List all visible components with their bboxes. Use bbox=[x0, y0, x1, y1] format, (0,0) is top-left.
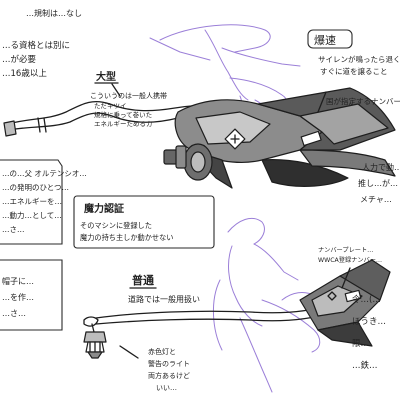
note-line: …さ… bbox=[2, 309, 26, 318]
note-futsuu: 普通 道路では一般用扱い bbox=[128, 273, 200, 304]
note-line: エネルギーためるカ bbox=[94, 120, 153, 128]
note-number-plate: ナンバープレート… WWCA登録ナンバー… bbox=[318, 247, 382, 264]
note-bakusoku: 爆速 サイレンが鳴ったら退く すぐに道を譲ること 国が指定するナンバー bbox=[307, 29, 400, 106]
note-right-mid: 人力で動… 推し…が… メチャ… bbox=[358, 162, 400, 204]
note-line: …動力…として… bbox=[2, 210, 62, 220]
label-futsuu: 普通 bbox=[132, 273, 154, 287]
note-line: すぐに道を譲ること bbox=[320, 66, 388, 76]
note-line: メチャ… bbox=[360, 195, 392, 204]
note-line: 警告のライト bbox=[148, 359, 190, 368]
note-line: 人力で動… bbox=[362, 162, 400, 172]
note-line: ただキツイ bbox=[94, 102, 127, 110]
note-line: 魔力の持ち主しか動かせない bbox=[80, 233, 173, 242]
note-line: WWCA登録ナンバー… bbox=[318, 256, 382, 264]
plate-note: 国が指定するナンバー bbox=[326, 96, 400, 106]
note-large: 大型 こういうのは一般人携帯 ただキツイ 規格に乗って巻いた エネルギーためるカ bbox=[90, 70, 167, 128]
note-line: …を作… bbox=[2, 292, 34, 302]
label-large: 大型 bbox=[96, 70, 116, 83]
note-lamp: 赤色灯と 警告のライト 両方あるけど いい… bbox=[148, 347, 190, 392]
note-line: …さ… bbox=[2, 225, 25, 234]
note-top-left: …規制は…なし …る資格とは別に …が必要 …16歳以上 bbox=[2, 8, 82, 79]
label-maryoku: 魔力認証 bbox=[84, 202, 124, 215]
note-line: 帽子に… bbox=[2, 276, 34, 286]
standard-broom-illustration bbox=[83, 259, 391, 359]
note-left-low: 帽子に… …を作… …さ… bbox=[0, 259, 63, 331]
note-line: 赤色灯と bbox=[148, 347, 176, 356]
note-line: …が必要 bbox=[2, 54, 37, 65]
note-line: 規格に乗って巻いた bbox=[94, 110, 152, 119]
note-maryoku: 魔力認証 そのマシンに登録した 魔力の持ち主しか動かせない bbox=[73, 195, 215, 249]
note-line: 推し…が… bbox=[358, 178, 398, 188]
leader-lines bbox=[111, 83, 351, 359]
note-line: …16歳以上 bbox=[2, 68, 47, 79]
note-line: …の発明のひとつ… bbox=[2, 183, 69, 192]
label-bakusoku: 爆速 bbox=[314, 33, 336, 47]
large-broom-illustration bbox=[3, 87, 396, 189]
note-line: 道路では一般用扱い bbox=[128, 294, 200, 304]
note-line: …エネルギーを… bbox=[2, 197, 62, 206]
note-line: サイレンが鳴ったら退く bbox=[318, 54, 400, 64]
note-line: …の…父 オルテンシオ… bbox=[2, 169, 87, 178]
note-line: 両方あるけど bbox=[148, 371, 190, 380]
note-line: こういうのは一般人携帯 bbox=[90, 91, 167, 100]
note-line: 限… bbox=[352, 339, 369, 349]
note-right-low: 令…(… ほうき… 限… …鉄… bbox=[352, 294, 386, 371]
note-line: いい… bbox=[156, 384, 177, 392]
note-line: そのマシンに登録した bbox=[80, 221, 152, 230]
note-line: …鉄… bbox=[352, 360, 378, 371]
note-line: 令…(… bbox=[352, 294, 381, 305]
note-line: ほうき… bbox=[352, 317, 386, 327]
note-line: …る資格とは別に bbox=[2, 40, 70, 51]
note-left-mid: …の…父 オルテンシオ… …の発明のひとつ… …エネルギーを… …動力…として…… bbox=[0, 159, 87, 245]
note-line: ナンバープレート… bbox=[318, 247, 373, 254]
note-line: …規制は…なし bbox=[26, 8, 82, 18]
